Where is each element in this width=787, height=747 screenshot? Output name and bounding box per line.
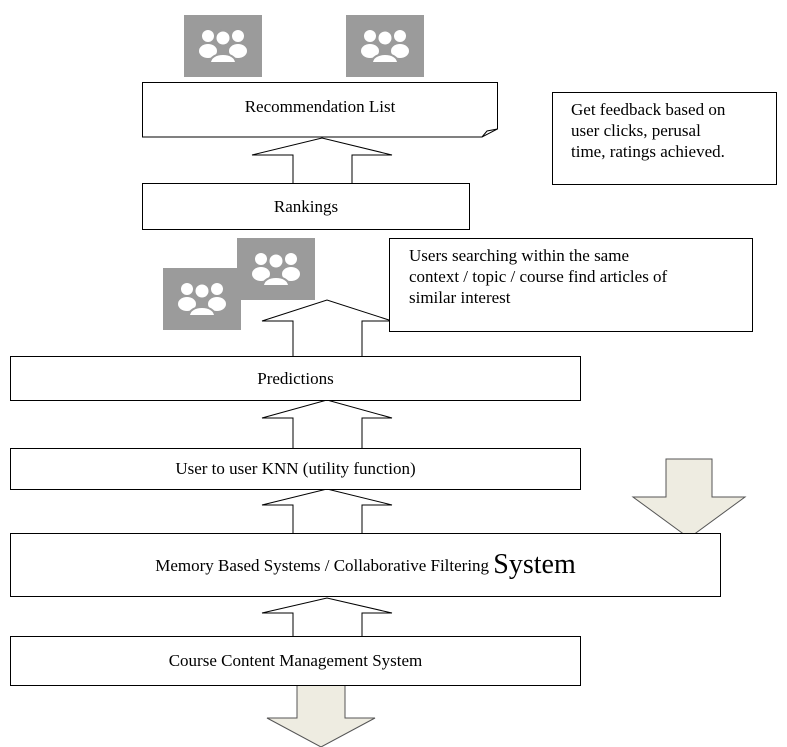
users-group-icon <box>163 268 241 330</box>
rankings-label: Rankings <box>273 196 339 216</box>
big-down-arrow-bottom <box>266 684 376 747</box>
feedback-line: Get feedback based on <box>571 100 726 119</box>
users-searching-line: context / topic / course find articles o… <box>409 267 668 286</box>
feedback-line: time, ratings achieved. <box>571 142 725 161</box>
memory-based-label: Memory Based Systems / Collaborative Fil… <box>155 549 576 581</box>
up-arrow-course-to-memory <box>261 597 393 636</box>
recommendation-list-box: Recommendation List <box>142 82 498 139</box>
up-arrow-predictions-to-users <box>261 299 393 356</box>
up-arrow-knn-to-predictions <box>261 399 393 448</box>
rankings-box: Rankings <box>142 183 470 230</box>
users-searching-note: Users searching within the same context … <box>389 238 753 332</box>
recommendation-list-label: Recommendation List <box>244 97 396 116</box>
users-searching-line: Users searching within the same <box>409 246 629 265</box>
users-group-icon <box>184 15 262 77</box>
users-group-icon <box>346 15 424 77</box>
knn-box: User to user KNN (utility function) <box>10 448 581 490</box>
users-group-icon <box>237 238 315 300</box>
memory-based-label-prefix: Memory Based Systems / Collaborative Fil… <box>155 556 494 575</box>
course-content-label: Course Content Management System <box>168 651 423 670</box>
big-down-arrow-right <box>631 458 747 539</box>
course-content-box: Course Content Management System <box>10 636 581 686</box>
feedback-line: user clicks, perusal <box>571 121 701 140</box>
memory-based-box: Memory Based Systems / Collaborative Fil… <box>10 533 721 597</box>
predictions-box: Predictions <box>10 356 581 401</box>
up-arrow-memory-to-knn <box>261 488 393 533</box>
feedback-note: Get feedback based on user clicks, perus… <box>552 92 777 185</box>
knn-label: User to user KNN (utility function) <box>175 459 416 478</box>
memory-based-label-suffix: System <box>493 549 576 580</box>
predictions-label: Predictions <box>257 368 334 388</box>
up-arrow-rankings-to-recommendation <box>251 137 393 183</box>
users-searching-line: similar interest <box>409 288 511 307</box>
